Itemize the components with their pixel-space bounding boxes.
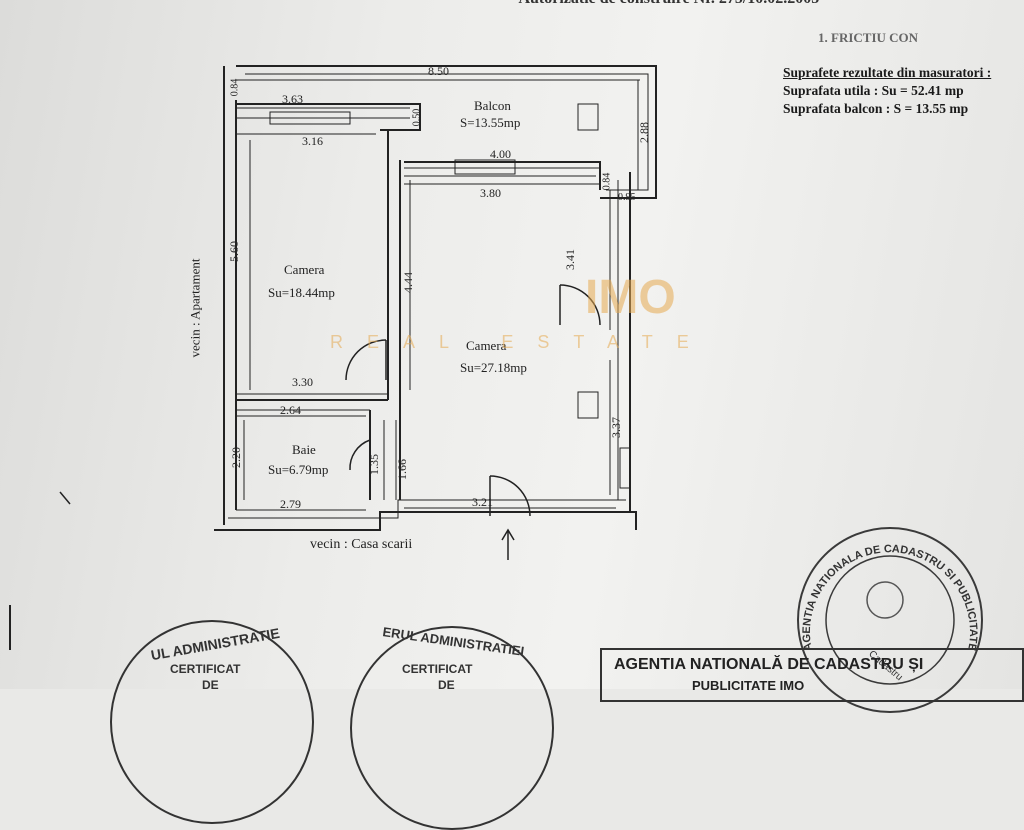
dim-label: 3.30 xyxy=(292,375,313,389)
room-area: Su=27.18mp xyxy=(460,360,527,375)
room-area: S=13.55mp xyxy=(460,115,521,130)
dim-label: 0.84 xyxy=(601,172,613,191)
summary-useful-area: Suprafata utila : Su = 52.41 mp xyxy=(783,83,964,98)
stamp-line: CERTIFICAT xyxy=(402,662,473,676)
side-note: 1. FRICTIU CON xyxy=(818,30,919,45)
stamp-line: DE xyxy=(438,678,455,692)
dim-label: 2.88 xyxy=(637,122,651,143)
dim-label: 3.63 xyxy=(282,92,303,106)
certificate-stamp-middle: ERUL ADMINISTRATIEI CERTIFICAT DE xyxy=(350,624,554,830)
room-area: Su=18.44mp xyxy=(268,285,335,300)
watermark-sub: REAL ESTATE xyxy=(330,332,713,352)
dim-label: 3.16 xyxy=(302,134,323,148)
cadastral-seal: AGENTIA NATIONALA DE CADASTRU SI PUBLICI… xyxy=(797,527,983,713)
dim-label: 0.95 xyxy=(618,192,636,203)
dim-label: 8.50 xyxy=(428,64,449,78)
dim-label: 2.64 xyxy=(280,403,301,417)
dim-label: 4.44 xyxy=(401,272,415,293)
dim-label: 1.35 xyxy=(367,454,381,475)
dim-label: 4.00 xyxy=(490,147,511,161)
room-name: Baie xyxy=(292,442,316,457)
agency-stamp: AGENTIA NATIONALĂ DE CADASTRU ȘI PUBLICI… xyxy=(600,648,1024,702)
room-name: Balcon xyxy=(474,98,511,113)
dim-label: 3.37 xyxy=(609,417,623,438)
stamp-line: DE xyxy=(202,678,219,692)
dim-label: 3.80 xyxy=(480,186,501,200)
agency-line2: PUBLICITATE IMO xyxy=(692,678,805,693)
room-area: Su=6.79mp xyxy=(268,462,329,477)
neighbor-left-label: vecin : Apartament xyxy=(187,258,203,358)
dim-label: 0.84 xyxy=(229,78,241,97)
dim-label: 2.20 xyxy=(229,447,243,468)
dim-label: 3.41 xyxy=(563,249,577,270)
dim-label: 3.21 xyxy=(472,495,493,509)
neighbor-bottom-label: vecin : Casa scarii xyxy=(310,537,413,552)
watermark-brand: IMO xyxy=(585,271,676,324)
dim-label: 0.50 xyxy=(411,108,423,127)
dim-label: 1.66 xyxy=(395,459,409,480)
summary-title: Suprafete rezultate din masuratori : xyxy=(783,65,992,80)
dim-label: 5.60 xyxy=(227,241,241,262)
header-partial-title: - Autorizatie de construire Nr. 275/10.0… xyxy=(510,0,819,8)
room-name: Camera xyxy=(466,338,507,353)
dim-label: 2.79 xyxy=(280,497,301,511)
agency-line1: AGENTIA NATIONALĂ DE CADASTRU ȘI xyxy=(614,656,924,673)
room-name: Camera xyxy=(284,262,325,277)
stamp-arc-text: UL ADMINISTRATIE xyxy=(149,624,281,664)
certificate-stamp-left: UL ADMINISTRATIE CERTIFICAT DE xyxy=(110,620,314,824)
summary-balcony-area: Suprafata balcon : S = 13.55 mp xyxy=(783,101,969,116)
measurements-summary: Suprafete rezultate din masuratori : Sup… xyxy=(783,64,991,118)
stamp-line: CERTIFICAT xyxy=(170,662,241,676)
floor-plan xyxy=(9,65,657,650)
